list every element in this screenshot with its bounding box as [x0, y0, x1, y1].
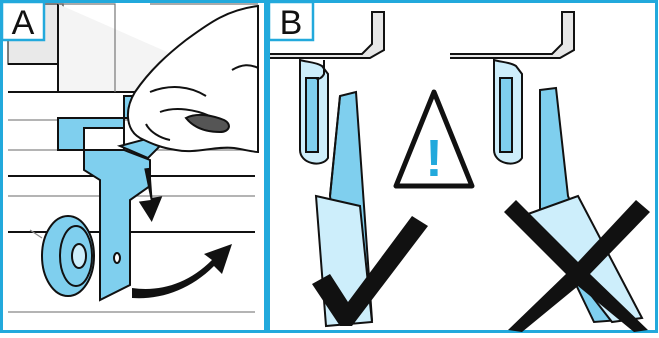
warning-icon: !	[393, 89, 475, 189]
roller-wheel	[29, 215, 95, 297]
cross-icon	[504, 200, 650, 332]
panel-b-label-text: B	[280, 4, 303, 42]
panel-b: ! B	[267, 0, 658, 333]
panel-a: A	[0, 0, 267, 333]
panel-a-label-text: A	[12, 4, 35, 42]
hand	[127, 4, 259, 154]
push-down-arrow	[138, 167, 163, 223]
panel-b-label: B	[267, 0, 315, 42]
check-icon	[312, 216, 428, 326]
rotate-arrow	[132, 244, 232, 299]
panel-a-label: A	[0, 0, 46, 42]
warning-symbol: !	[425, 130, 442, 188]
